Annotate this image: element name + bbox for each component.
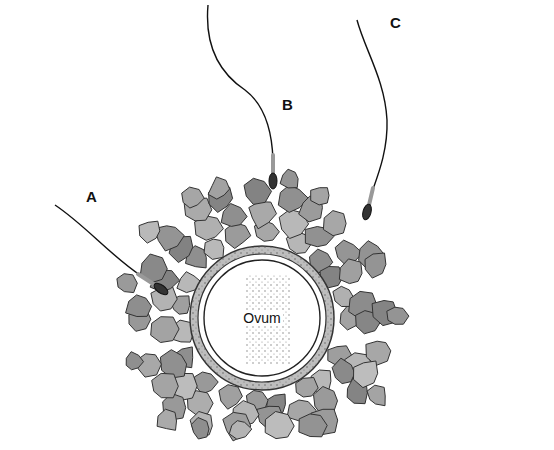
corona-cell <box>139 221 160 243</box>
corona-cell <box>151 317 179 343</box>
corona-cell <box>280 169 298 188</box>
corona-cell <box>339 259 362 284</box>
corona-cell <box>126 352 143 370</box>
sperm-a <box>55 205 170 297</box>
corona-cells <box>117 169 409 441</box>
corona-cell <box>367 385 385 406</box>
corona-cell <box>244 178 272 204</box>
zona-stipple <box>190 246 334 390</box>
corona-cell <box>223 412 251 441</box>
corona-cell <box>323 211 346 236</box>
sperm-label: A <box>86 188 97 205</box>
corona-cell <box>157 409 176 430</box>
corona-cell <box>152 373 179 397</box>
corona-cell <box>365 253 386 278</box>
corona-cell <box>182 187 205 208</box>
corona-cell <box>354 361 378 388</box>
sperm-c <box>357 20 387 221</box>
zona-inner <box>198 254 326 382</box>
corona-cell <box>191 418 209 440</box>
corona-cell <box>138 354 162 377</box>
sperm-b <box>207 5 277 189</box>
corona-cell <box>204 239 224 259</box>
sperm-label: B <box>282 96 293 113</box>
corona-cell <box>311 188 329 205</box>
cell-label: Ovum <box>241 310 282 326</box>
corona-cell <box>126 295 152 317</box>
zona-outer <box>190 246 334 390</box>
sperm-label: C <box>390 14 401 31</box>
corona-cell <box>299 414 327 437</box>
corona-cell <box>229 421 252 440</box>
corona-cell <box>332 358 355 383</box>
corona-cell <box>208 177 230 199</box>
corona-cell <box>387 307 409 324</box>
corona-cell <box>265 412 294 439</box>
ovum-cell: Ovum <box>198 254 326 382</box>
corona-cell <box>249 202 277 229</box>
corona-cell <box>117 274 137 293</box>
corona-cell <box>225 222 251 248</box>
